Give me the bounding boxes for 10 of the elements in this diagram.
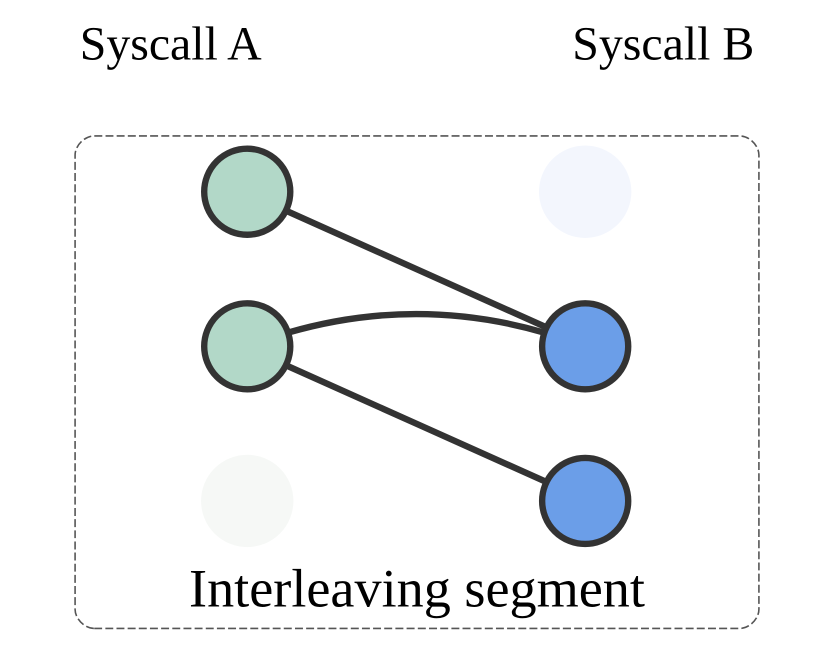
- connector: [284, 362, 548, 485]
- connector: [287, 310, 545, 336]
- node-circle: [201, 145, 294, 238]
- cluster: Interleaving segment: [74, 135, 760, 630]
- node-circle: [538, 454, 632, 548]
- label: Syscall A: [80, 17, 262, 70]
- node-circle: [538, 300, 632, 393]
- connector: [284, 208, 548, 330]
- label: Syscall B: [572, 17, 754, 70]
- node-circle: [201, 300, 294, 393]
